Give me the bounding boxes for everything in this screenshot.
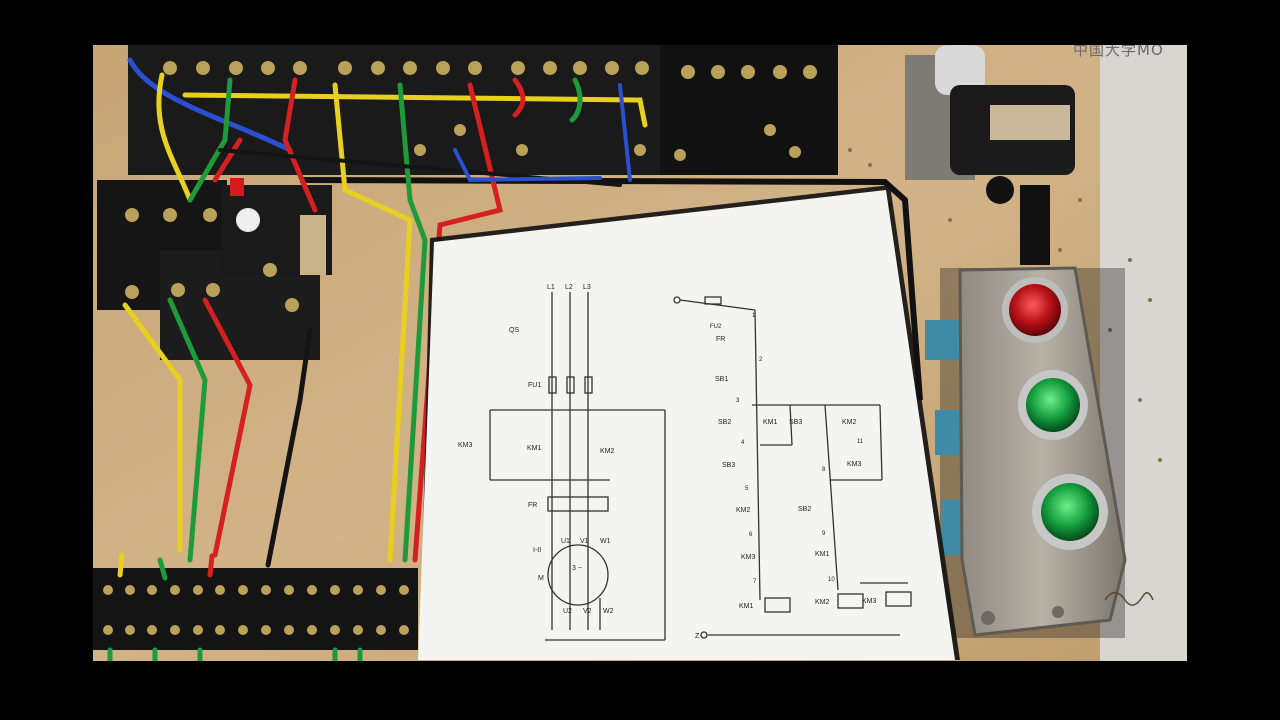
- node-number: 1: [752, 313, 756, 319]
- schematic-labels: L1 L2 L3 QS FU1 KM3 KM1 KM2 FR I-II M 3 …: [458, 284, 877, 640]
- fu1-label: FU1: [528, 382, 541, 389]
- km2-coil-label: KM2: [815, 599, 830, 606]
- km3-power-label: KM3: [458, 442, 473, 449]
- node-number: 6: [749, 532, 753, 538]
- node-number: 9: [822, 531, 826, 537]
- green-indicator-lamp: [1026, 378, 1080, 432]
- watermark: 中国大学MO: [1073, 45, 1164, 59]
- sb3-contact-label: SB3: [722, 462, 735, 469]
- sb2-b-label: SB2: [798, 506, 811, 513]
- node-number: 5: [745, 486, 749, 492]
- km3-coil-label: KM3: [862, 598, 877, 605]
- node-number: 10: [828, 577, 835, 583]
- km1-coil-label: KM1: [739, 603, 754, 610]
- schematic-sheet: L1 L2 L3 QS FU1 KM3 KM1 KM2 FR I-II M 3 …: [418, 185, 960, 660]
- node-number: 7: [753, 579, 757, 585]
- fr-contact-label: FR: [716, 336, 725, 343]
- terminal-w2: W2: [603, 608, 614, 615]
- terminal-z-label: Z: [695, 633, 700, 640]
- node-number: 3: [736, 398, 740, 404]
- km3-interlock-label: KM3: [741, 554, 756, 561]
- km3-contact-label: KM3: [847, 461, 862, 468]
- control-circuit-lines: [673, 296, 912, 639]
- red-indicator-lamp: [1009, 284, 1061, 336]
- handwritten-mark: [1104, 591, 1154, 606]
- km1-interlock-label: KM1: [815, 551, 830, 558]
- terminal-u1: U1: [561, 538, 570, 545]
- km2-power-label: KM2: [600, 448, 615, 455]
- motor-label: M: [538, 575, 544, 582]
- wiring: [122, 57, 648, 568]
- km2-contact-label: KM2: [842, 419, 857, 426]
- terminal-w1: W1: [600, 538, 611, 545]
- terminal-strip: [93, 552, 418, 661]
- motor-symbol-label: 3 ~: [572, 565, 582, 572]
- time-relay: [905, 45, 1075, 265]
- indicator-lamp-box: [925, 266, 1127, 638]
- fr-power-label: FR: [528, 502, 537, 509]
- fu2-label: FU2: [710, 324, 722, 330]
- power-circuit-lines: [489, 292, 666, 641]
- photo-frame: L1 L2 L3 QS FU1 KM3 KM1 KM2 FR I-II M 3 …: [93, 45, 1187, 661]
- phase-label: L3: [583, 284, 591, 291]
- motor-mark-label: I-II: [533, 547, 541, 554]
- node-number: 2: [759, 357, 763, 363]
- km1-contact-label: KM1: [763, 419, 778, 426]
- phase-label: L2: [565, 284, 573, 291]
- terminal-v2: V2: [583, 608, 592, 615]
- green-indicator-lamp-2: [1041, 483, 1099, 541]
- terminal-v1: V1: [580, 538, 589, 545]
- km1-power-label: KM1: [527, 445, 542, 452]
- sb3-label: SB3: [789, 419, 802, 426]
- km2-interlock-label: KM2: [736, 507, 751, 514]
- node-number: 11: [857, 439, 864, 445]
- contactor-row: [128, 45, 838, 175]
- thermal-relay: [97, 178, 332, 360]
- sb2-label: SB2: [718, 419, 731, 426]
- node-number: 4: [741, 440, 745, 446]
- qs-label: QS: [509, 327, 519, 334]
- node-number: 8: [822, 467, 826, 473]
- training-board-photo: L1 L2 L3 QS FU1 KM3 KM1 KM2 FR I-II M 3 …: [93, 45, 1187, 661]
- terminal-u2: U2: [563, 608, 572, 615]
- phase-label: L1: [547, 284, 555, 291]
- sb1-label: SB1: [715, 376, 728, 383]
